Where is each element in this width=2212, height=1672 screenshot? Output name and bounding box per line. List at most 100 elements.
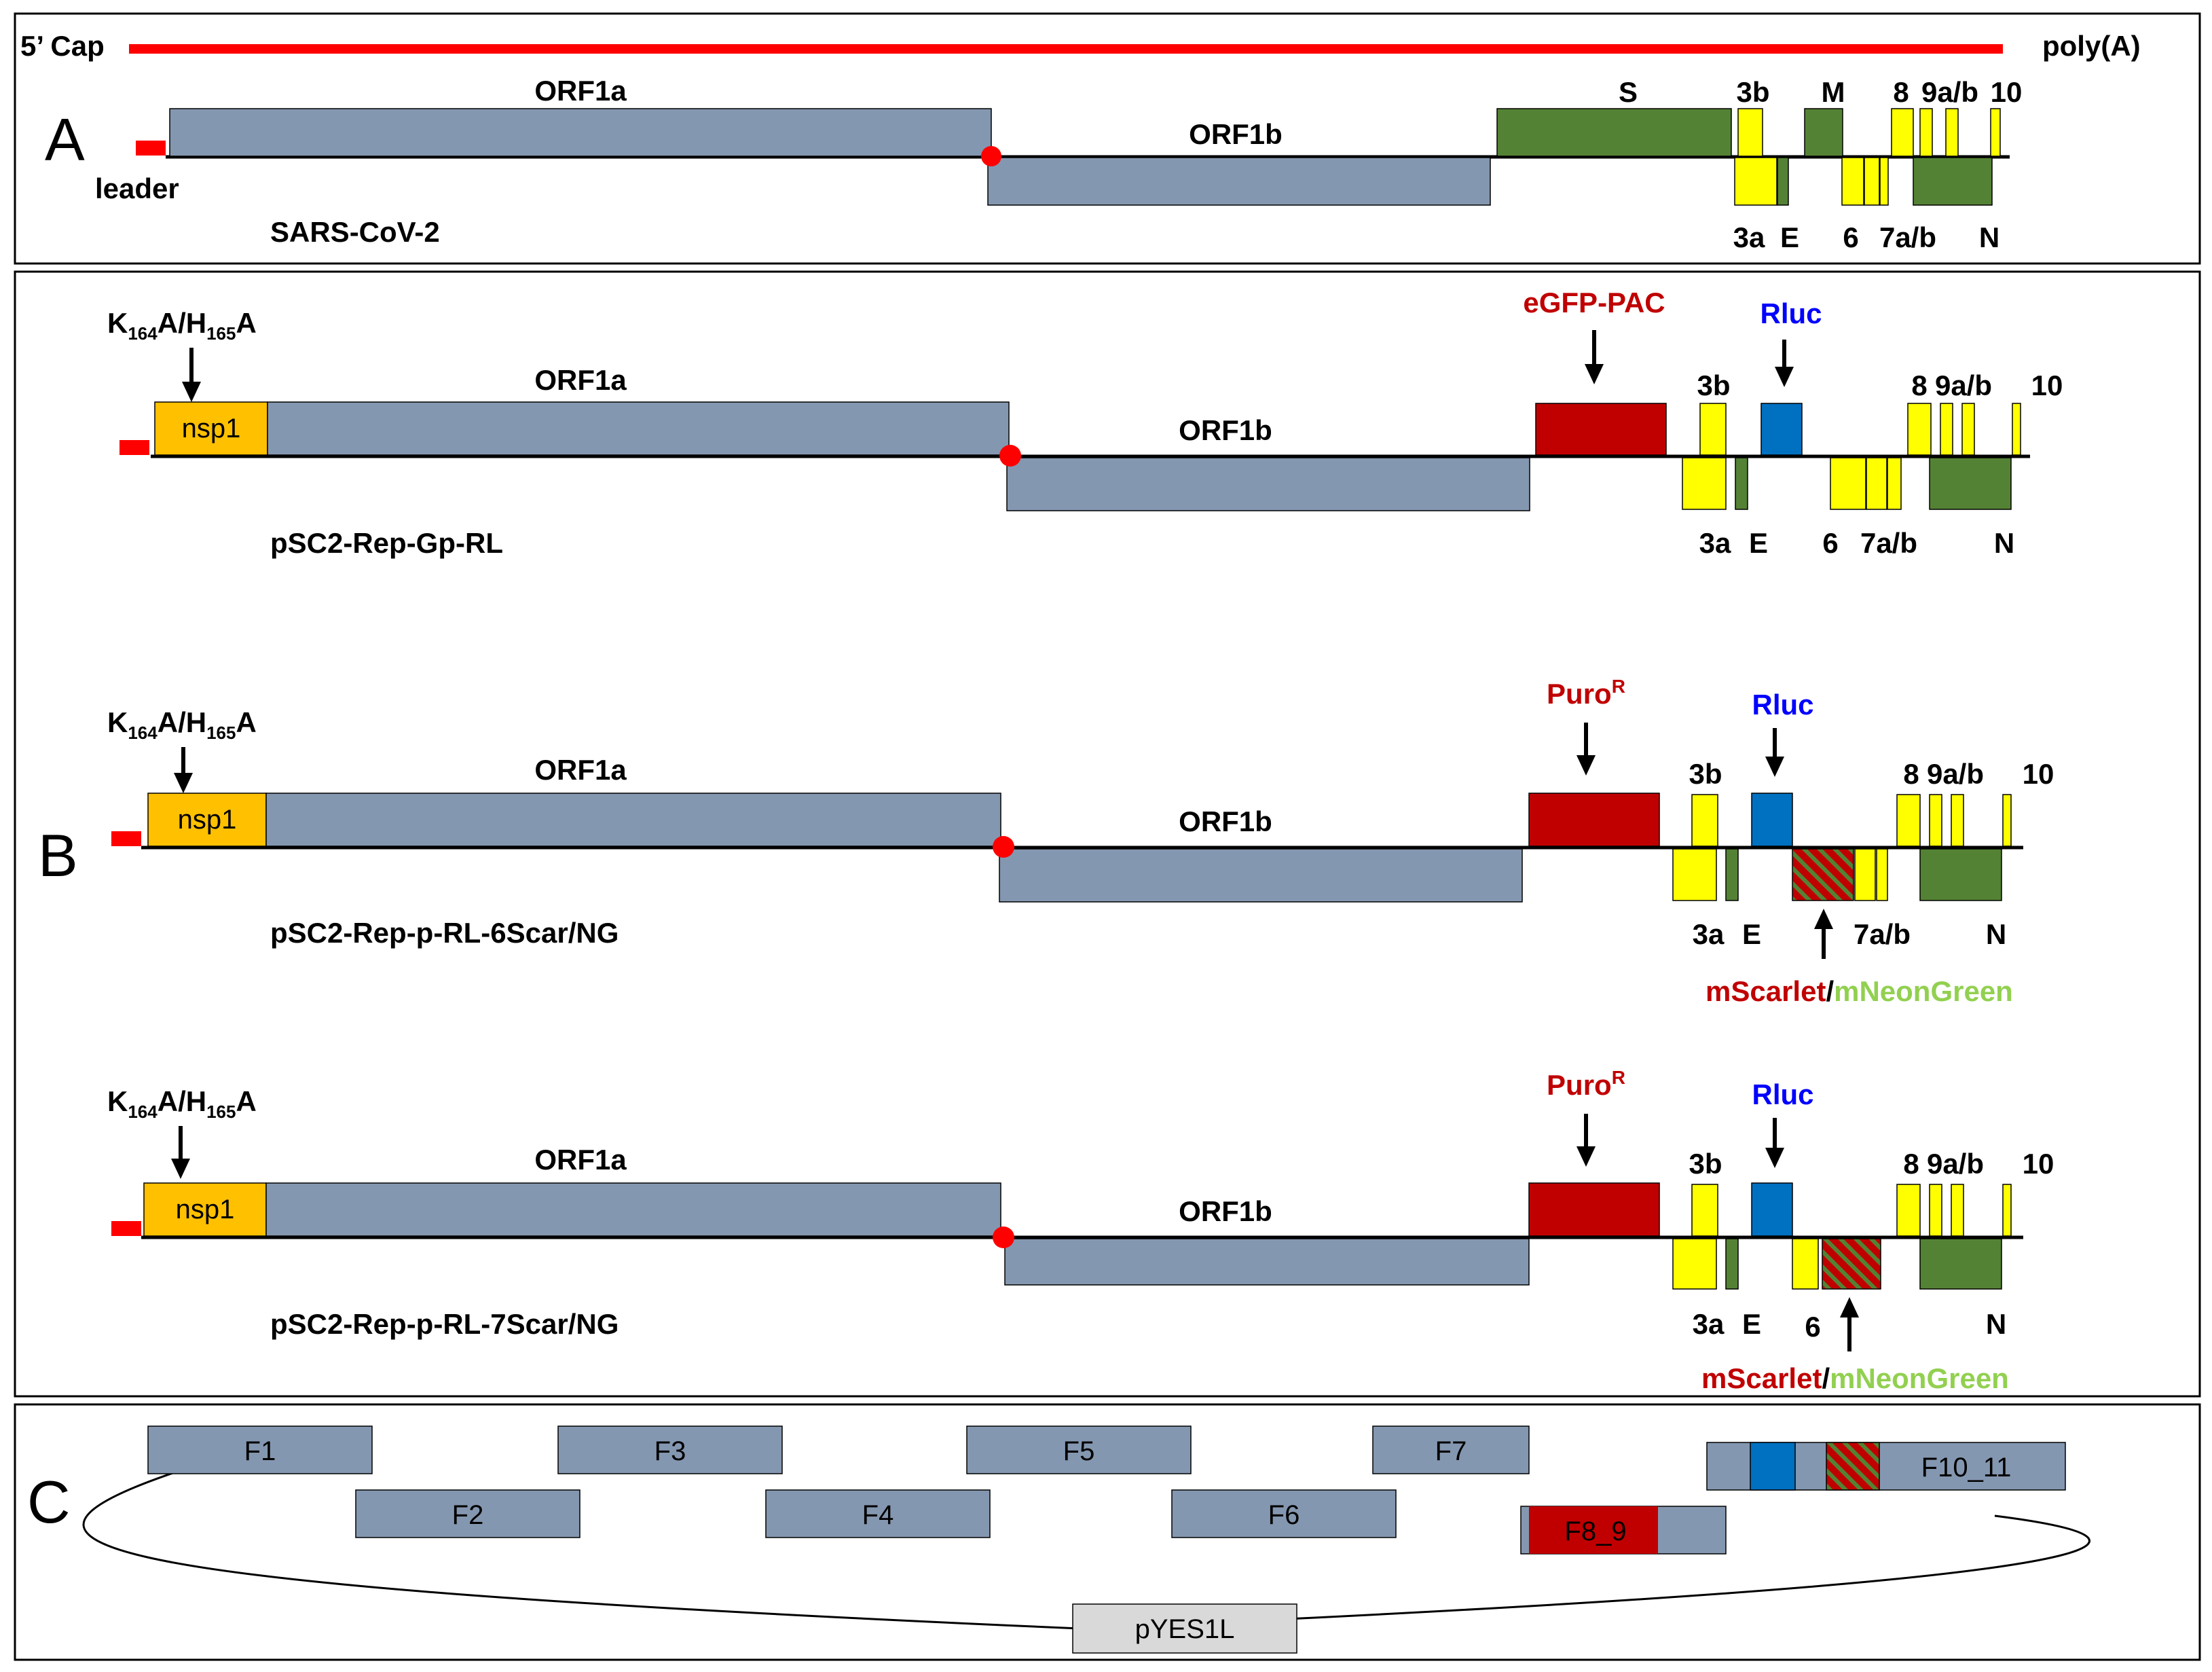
mutation-arrowhead-1 (182, 382, 201, 402)
nsp1-label-1: nsp1 (182, 414, 241, 443)
rluc-arrowhead-2 (1765, 757, 1784, 777)
g10-label-2: 10 (2023, 758, 2054, 790)
n-label-1: N (1994, 527, 2014, 559)
reporter-box-3 (1822, 1238, 1881, 1290)
fragment-f7 (1372, 1425, 1530, 1474)
orf1b-box-a (987, 157, 1491, 206)
m-label-a: M (1822, 76, 1845, 108)
mutation-arrowhead-2 (174, 773, 193, 793)
vector-pyes1l-label: pYES1L (1135, 1614, 1235, 1644)
n-box-a (1913, 157, 1993, 206)
insert-label-3: PuroR (1547, 1067, 1625, 1101)
g3a-box-3 (1672, 1238, 1717, 1290)
insert-arrowhead-1 (1585, 364, 1604, 384)
g6-box-a (1841, 157, 1864, 206)
fragment-f7-label: F7 (1435, 1436, 1467, 1466)
mutation-label-1: K164A/H165A (107, 307, 257, 344)
polya-label: poly(A) (2042, 30, 2141, 62)
leader-box-1 (119, 440, 149, 455)
e-box-3 (1725, 1238, 1739, 1290)
fragment-f8-9-insert (1529, 1506, 1658, 1554)
g8-box-1 (1907, 403, 1932, 456)
orf1a-label-3: ORF1a (534, 1144, 627, 1176)
g3b-label-2: 3b (1689, 758, 1722, 790)
g6-label-1: 6 (1822, 527, 1838, 559)
fragment-f5 (966, 1425, 1192, 1474)
g7ab-label-1: 7a/b (1860, 527, 1917, 559)
n-label-a: N (1979, 221, 1999, 253)
construct-name-2: pSC2-Rep-p-RL-6Scar/NG (270, 917, 619, 949)
fragment-f6 (1171, 1489, 1397, 1538)
reporter-label-2: mScarlet/mNeonGreen (1706, 975, 2013, 1007)
g9c-box-1 (1961, 403, 1975, 456)
g10-box-a (1990, 108, 2001, 157)
g6-label-3: 6 (1805, 1311, 1820, 1343)
g7a-box-1 (1866, 457, 1887, 510)
g10-label-3: 10 (2023, 1148, 2054, 1180)
g3a-label-1: 3a (1699, 527, 1731, 559)
g3b-box-2 (1691, 794, 1718, 847)
g9b-box-3 (1929, 1184, 1942, 1237)
orf1a-box-1 (267, 401, 1010, 456)
insert-box-2 (1528, 793, 1660, 847)
g9ab-label-1: 9a/b (1935, 369, 1992, 401)
construct-name-1: pSC2-Rep-Gp-RL (270, 527, 503, 559)
leader-box (136, 141, 166, 156)
insert-arrowhead-2 (1577, 755, 1596, 776)
fragment-f1-label: F1 (244, 1436, 276, 1466)
fragment-f4 (765, 1489, 991, 1538)
leader-box-3 (111, 1221, 141, 1236)
g7b-box-2 (1876, 848, 1888, 901)
g3b-label-a: 3b (1736, 76, 1769, 108)
orf1a-label-1: ORF1a (534, 364, 627, 396)
g8-label-2: 8 (1903, 758, 1919, 790)
construct-name-3: pSC2-Rep-p-RL-7Scar/NG (270, 1308, 619, 1340)
orf1b-box-3 (1004, 1238, 1530, 1286)
s-label-a: S (1619, 76, 1638, 108)
g6-box-1 (1830, 457, 1866, 510)
orf1a-label-2: ORF1a (534, 754, 627, 786)
n-box-1 (1929, 457, 2012, 510)
n-label-3: N (1986, 1308, 2006, 1340)
orf1b-label-1: ORF1b (1179, 414, 1272, 446)
m-box-a (1804, 108, 1843, 157)
g9c-box-2 (1951, 794, 1964, 847)
g3a-box-2 (1672, 848, 1717, 901)
g9ab-label-3: 9a/b (1927, 1148, 1984, 1180)
insert-label-2: PuroR (1547, 676, 1625, 710)
construct-1: K164A/H165A nsp1 ORF1a ORF1b eGFP-PAC Rl… (107, 287, 2063, 559)
rluc-box-3 (1751, 1182, 1793, 1237)
g8-box-2 (1896, 794, 1921, 847)
g3a-box-a (1734, 157, 1777, 206)
g3b-box-a (1737, 108, 1763, 157)
e-label-a: E (1780, 221, 1799, 253)
e-box-a (1777, 157, 1789, 206)
orf1a-box-a (169, 108, 992, 157)
g10-box-1 (2012, 403, 2021, 456)
g8-box-3 (1896, 1184, 1921, 1237)
reporter-label-3: mScarlet/mNeonGreen (1701, 1362, 2009, 1394)
orf1b-label-2: ORF1b (1179, 805, 1272, 837)
g9ab-label-a: 9a/b (1921, 76, 1978, 108)
nsp1-box-3 (143, 1182, 267, 1237)
mutation-arrowhead-3 (171, 1159, 190, 1179)
g3b-label-1: 3b (1697, 369, 1730, 401)
n-label-2: N (1986, 918, 2006, 950)
orf1b-box-1 (1006, 457, 1530, 511)
insert-label-1: eGFP-PAC (1523, 287, 1665, 319)
fragment-f6-label: F6 (1268, 1500, 1300, 1530)
g3a-label-2: 3a (1693, 918, 1725, 950)
rluc-label-2: Rluc (1752, 689, 1813, 721)
frameshift-dot-3 (993, 1226, 1014, 1248)
mutation-label-2: K164A/H165A (107, 706, 257, 743)
s-box-a (1496, 108, 1732, 157)
orf1a-label-a: ORF1a (534, 75, 627, 107)
panel-b-frame (14, 270, 2201, 1398)
fragment-f10-11-rluc (1750, 1442, 1796, 1491)
e-box-1 (1735, 457, 1748, 510)
g10-label-a: 10 (1991, 76, 2023, 108)
fragment-f3 (557, 1425, 783, 1474)
g7ab-label-a: 7a/b (1879, 221, 1936, 253)
g10-box-2 (2002, 794, 2012, 847)
g6-box-3 (1792, 1238, 1819, 1290)
